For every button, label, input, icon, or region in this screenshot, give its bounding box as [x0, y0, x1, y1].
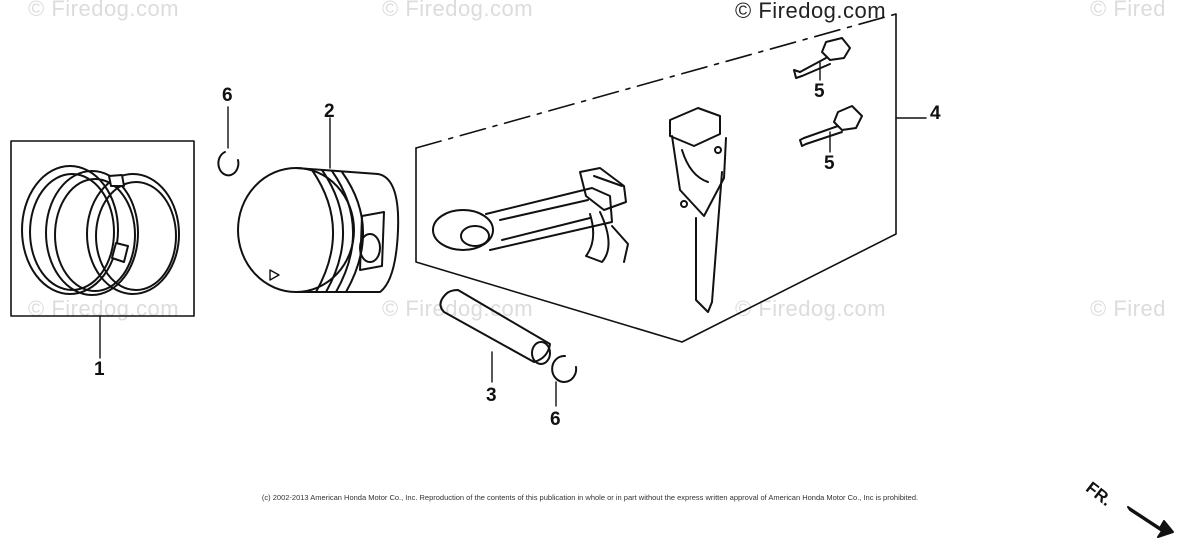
- callout-5-upper: 5: [814, 81, 825, 102]
- connecting-rod-set-frame: [415, 13, 927, 343]
- piston-pin-clip-lower: [551, 354, 578, 407]
- watermark: © Fired: [1090, 0, 1166, 21]
- front-direction-arrow-icon: [1127, 506, 1174, 538]
- watermark: © Firedog.com: [28, 296, 180, 321]
- connecting-rod-cap: [669, 107, 727, 313]
- callout-2: 2: [324, 101, 335, 122]
- connecting-rod: [432, 167, 629, 263]
- connecting-rod-bolt-upper: [793, 37, 851, 81]
- piston-ring-set: [10, 140, 195, 359]
- callout-5-lower: 5: [824, 153, 835, 174]
- callout-6-lower: 6: [550, 409, 561, 430]
- callout-4: 4: [930, 103, 941, 124]
- watermark: © Fired: [1090, 296, 1166, 321]
- watermark: © Firedog.com: [382, 296, 534, 321]
- callout-1: 1: [94, 359, 105, 380]
- callout-3: 3: [486, 385, 497, 406]
- piston: [237, 117, 400, 293]
- copyright-notice: (c) 2002-2013 American Honda Motor Co., …: [261, 493, 919, 502]
- callout-6-upper: 6: [222, 85, 233, 106]
- piston-pin: [439, 289, 551, 383]
- piston-pin-clip-upper: [217, 106, 240, 177]
- watermark: © Firedog.com: [735, 0, 887, 23]
- watermark: © Firedog.com: [28, 0, 180, 21]
- watermark: © Firedog.com: [382, 0, 534, 21]
- connecting-rod-bolt-lower: [799, 105, 863, 153]
- watermark: © Firedog.com: [735, 296, 887, 321]
